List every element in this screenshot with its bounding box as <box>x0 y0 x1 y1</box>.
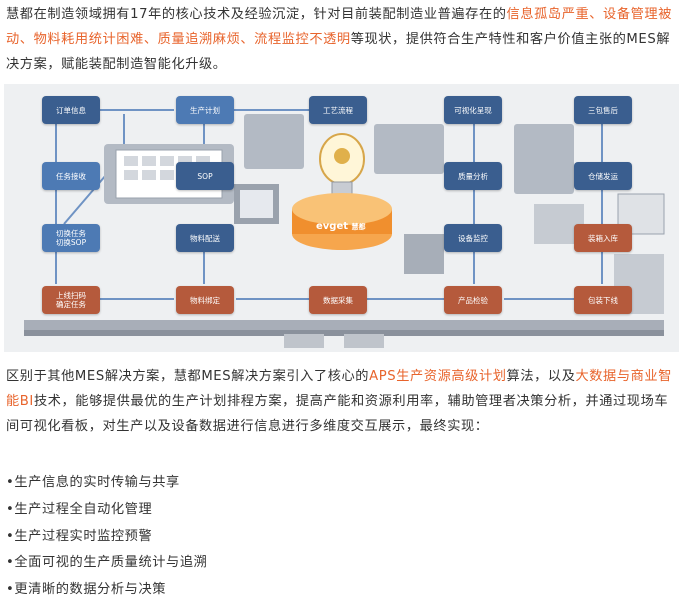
node-assembly-storage: 装箱入库 <box>574 224 632 252</box>
list-item: •更清晰的数据分析与决策 <box>6 582 167 598</box>
node-quality-analysis: 质量分析 <box>444 162 502 190</box>
node-task-receive: 任务接收 <box>42 162 100 190</box>
body-paragraph: 区别于其他MES解决方案，慧都MES解决方案引入了核心的APS生产资源高级计划算… <box>6 364 678 439</box>
logo-sub: 慧都 <box>351 223 366 231</box>
node-warehouse-ship: 仓储发运 <box>574 162 632 190</box>
lightbulb-icon <box>319 133 365 199</box>
logo-text: evget <box>316 221 349 232</box>
node-device-monitor: 设备监控 <box>444 224 502 252</box>
list-item: •生产过程实时监控预警 <box>6 528 153 544</box>
node-production-plan: 生产计划 <box>176 96 234 124</box>
evget-logo: evget 慧都 <box>316 221 366 232</box>
node-switch-task: 切换任务 切换SOP <box>42 224 100 252</box>
list-item: •全面可视的生产质量统计与追溯 <box>6 555 208 571</box>
node-shift-login: 上线扫码 确定任务 <box>42 286 100 314</box>
body-seg1: 区别于其他MES解决方案，慧都MES解决方案引入了核心的 <box>6 369 370 384</box>
node-data-collect: 数据采集 <box>309 286 367 314</box>
node-visual-board: 可视化呈现 <box>444 96 502 124</box>
node-process-flow: 工艺流程 <box>309 96 367 124</box>
node-order-info: 订单信息 <box>42 96 100 124</box>
node-material-bind: 物料绑定 <box>176 286 234 314</box>
benefit-list: •生产信息的实时传输与共享 •生产过程全自动化管理 •生产过程实时监控预警 •全… <box>6 470 207 604</box>
list-item: •生产信息的实时传输与共享 <box>6 475 180 490</box>
node-after-sales: 三包售后 <box>574 96 632 124</box>
node-product-inspect: 产品检验 <box>444 286 502 314</box>
intro-highlight: 信息孤岛严重、设备管理被动、物料耗用统计困难、质量追溯麻烦、流程监控不透明 <box>6 7 672 47</box>
body-highlight-bi: 大数据与商业智能BI <box>6 369 672 409</box>
node-material-delivery: 物料配送 <box>176 224 234 252</box>
intro-text-before: 慧都在制造领域拥有17年的核心技术及经验沉淀，针对目前装配制造业普遍存在的 <box>6 7 507 22</box>
node-pack-offline: 包装下线 <box>574 286 632 314</box>
node-sop: SOP <box>176 162 234 190</box>
intro-paragraph: 慧都在制造领域拥有17年的核心技术及经验沉淀，针对目前装配制造业普遍存在的信息孤… <box>6 2 678 77</box>
intro-text-after: 等现状，提供符合生产特性和客户价值主张的MES解决方案，赋能装配制造智能化升级。 <box>6 32 671 72</box>
mes-flow-diagram: 订单信息 生产计划 工艺流程 可视化呈现 三包售后 任务接收 SOP 质量分析 … <box>4 84 679 352</box>
body-seg2: 算法，以及 <box>506 369 576 384</box>
body-seg3: 技术，能够提供最优的生产计划排程方案，提高产能和资源利用率，辅助管理者决策分析，… <box>6 394 669 434</box>
list-item: •生产过程全自动化管理 <box>6 501 153 517</box>
body-highlight-aps: APS生产资源高级计划 <box>369 369 507 384</box>
